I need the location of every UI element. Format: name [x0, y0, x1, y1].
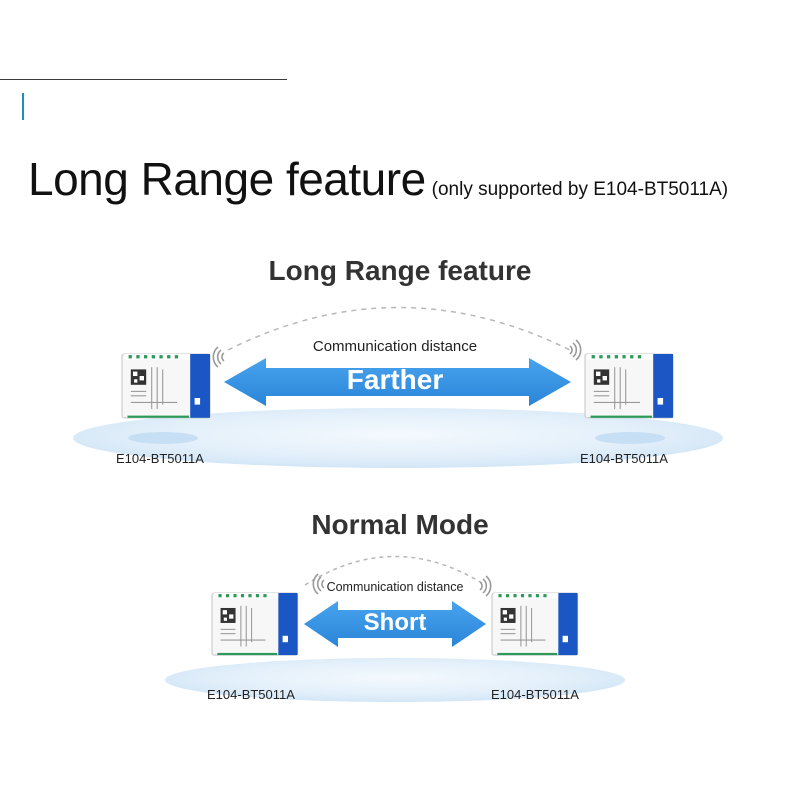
title-note: (only supported by E104-BT5011A) — [431, 179, 729, 200]
left-shadow — [128, 432, 198, 444]
long-range-right-module-icon — [584, 353, 674, 419]
long-range-platform — [73, 408, 723, 468]
long-range-right-signal-icon — [569, 339, 582, 361]
long-range-left-module-icon — [121, 353, 211, 419]
normal-mode-caption: Communication distance — [326, 580, 464, 594]
long-range-left-label: E104-BT5011A — [116, 451, 204, 466]
normal-mode-platform — [165, 658, 625, 702]
page-title: Long Range feature(only supported by E10… — [28, 152, 728, 206]
normal-mode-arrow-label: Short — [363, 609, 427, 636]
normal-mode-heading: Normal Mode — [311, 509, 489, 540]
long-range-right-label: E104-BT5011A — [580, 451, 668, 466]
long-range-left-signal-icon — [212, 346, 225, 368]
right-shadow — [595, 432, 665, 444]
title-main: Long Range feature — [28, 153, 426, 205]
top-divider — [0, 79, 287, 80]
normal-mode-right-label: E104-BT5011A — [491, 687, 579, 702]
long-range-arrow — [224, 358, 571, 406]
normal-mode-left-label: E104-BT5011A — [207, 687, 295, 702]
long-range-arrow-label: Farther — [346, 364, 444, 395]
normal-mode-left-module-icon — [211, 592, 299, 656]
accent-bar — [22, 93, 24, 120]
long-range-heading: Long Range feature — [268, 255, 532, 286]
normal-mode-right-module-icon — [491, 592, 579, 656]
normal-mode-arc — [304, 555, 486, 586]
long-range-caption: Communication distance — [312, 338, 478, 355]
normal-mode-arrow — [304, 601, 486, 647]
